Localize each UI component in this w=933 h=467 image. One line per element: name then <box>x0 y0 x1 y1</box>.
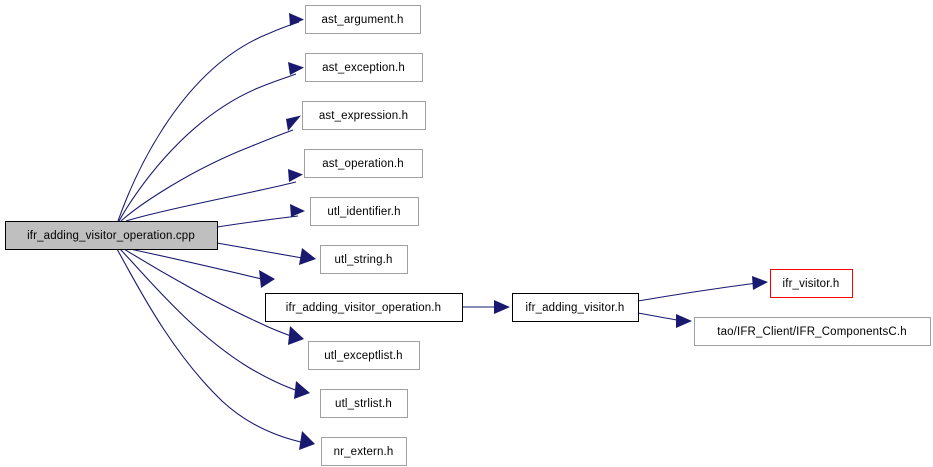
node-ast_expression[interactable]: ast_expression.h <box>302 101 426 130</box>
edge-root-to-utl_string <box>216 242 316 265</box>
node-utl_strlist[interactable]: utl_strlist.h <box>320 389 408 418</box>
edges-layer <box>116 13 768 450</box>
edge-root-to-ast_exception <box>118 62 304 222</box>
node-label: utl_identifier.h <box>327 206 400 218</box>
edge-line <box>117 21 300 222</box>
arrowhead-icon <box>752 276 768 290</box>
node-box[interactable] <box>694 317 931 346</box>
node-box[interactable] <box>320 245 408 274</box>
node-ifr_componentsc_h[interactable]: tao/IFR_Client/IFR_ComponentsC.h <box>694 317 931 346</box>
edge-ifr_adding_visitor_operation_h-to-ifr_adding_visitor_h <box>462 300 510 314</box>
edge-ifr_adding_visitor_h-to-ifr_visitor_h <box>637 276 768 302</box>
node-nr_extern[interactable]: nr_extern.h <box>321 437 407 466</box>
edge-root-to-ast_operation <box>125 169 303 222</box>
node-ast_argument[interactable]: ast_argument.h <box>305 5 421 34</box>
edge-line <box>216 242 309 260</box>
node-utl_identifier[interactable]: utl_identifier.h <box>310 197 419 226</box>
node-root[interactable]: ifr_adding_visitor_operation.cpp <box>5 221 218 250</box>
node-box[interactable] <box>770 269 853 298</box>
arrowhead-icon <box>676 314 692 328</box>
edge-line <box>637 282 758 302</box>
node-box[interactable] <box>5 221 218 250</box>
edge-root-to-ast_argument <box>117 13 304 222</box>
arrowhead-icon <box>299 431 315 450</box>
node-ifr_adding_visitor_operation_h[interactable]: ifr_adding_visitor_operation.h <box>265 293 463 322</box>
node-ifr_adding_visitor_h[interactable]: ifr_adding_visitor.h <box>512 293 639 322</box>
node-box[interactable] <box>304 149 423 178</box>
edge-line <box>129 248 267 281</box>
edge-line <box>123 248 297 339</box>
edge-root-to-ast_expression <box>120 115 301 222</box>
node-label: ast_expression.h <box>319 110 408 122</box>
arrowhead-icon <box>494 300 510 314</box>
node-utl_string[interactable]: utl_string.h <box>320 245 408 274</box>
arrowhead-icon <box>294 381 310 399</box>
node-label: ast_operation.h <box>322 158 404 170</box>
node-label: ast_exception.h <box>322 62 405 74</box>
node-box[interactable] <box>320 389 408 418</box>
node-box[interactable] <box>321 437 407 466</box>
edge-root-to-ifr_adding_visitor_operation_h <box>129 248 275 288</box>
arrowhead-icon <box>290 204 305 217</box>
node-label: ifr_visitor.h <box>783 278 840 290</box>
node-box[interactable] <box>512 293 639 322</box>
edge-root-to-utl_identifier <box>216 204 305 228</box>
node-box[interactable] <box>302 101 426 130</box>
node-label: utl_strlist.h <box>335 398 392 410</box>
node-label: nr_extern.h <box>334 446 394 458</box>
node-label: ifr_adding_visitor.h <box>526 302 625 314</box>
node-utl_exceptlist[interactable]: utl_exceptlist.h <box>308 341 420 370</box>
arrowhead-icon <box>288 62 304 75</box>
node-label: ifr_adding_visitor_operation.h <box>286 302 441 314</box>
node-box[interactable] <box>308 341 420 370</box>
edge-root-to-utl_strlist <box>119 248 310 399</box>
node-box[interactable] <box>310 197 419 226</box>
edge-line <box>116 248 306 444</box>
arrowhead-icon <box>259 270 275 288</box>
node-label: ast_argument.h <box>321 14 403 26</box>
arrowhead-icon <box>289 13 304 26</box>
node-ast_exception[interactable]: ast_exception.h <box>305 53 423 82</box>
node-label: utl_string.h <box>334 254 392 266</box>
node-ast_operation[interactable]: ast_operation.h <box>304 149 423 178</box>
edge-ifr_adding_visitor_h-to-ifr_componentsc_h <box>637 312 692 328</box>
node-box[interactable] <box>305 5 421 34</box>
edge-root-to-nr_extern <box>116 248 315 450</box>
edge-line <box>216 215 299 228</box>
arrowhead-icon <box>288 169 303 182</box>
node-label: tao/IFR_Client/IFR_ComponentsC.h <box>717 326 907 338</box>
node-box[interactable] <box>305 53 423 82</box>
edge-line <box>119 248 302 393</box>
node-label: utl_exceptlist.h <box>324 350 402 362</box>
edge-line <box>125 181 297 222</box>
edge-root-to-utl_exceptlist <box>123 248 304 345</box>
nodes-layer: ifr_adding_visitor_operation.cpp ast_argu… <box>5 5 931 466</box>
arrowhead-icon <box>299 248 316 265</box>
edge-line <box>120 129 294 222</box>
arrowhead-icon <box>288 326 304 345</box>
edge-line <box>118 73 297 222</box>
node-box[interactable] <box>265 293 463 322</box>
node-label: ifr_adding_visitor_operation.cpp <box>27 230 195 242</box>
arrowhead-icon <box>286 115 301 131</box>
node-ifr_visitor_h[interactable]: ifr_visitor.h <box>770 269 853 298</box>
